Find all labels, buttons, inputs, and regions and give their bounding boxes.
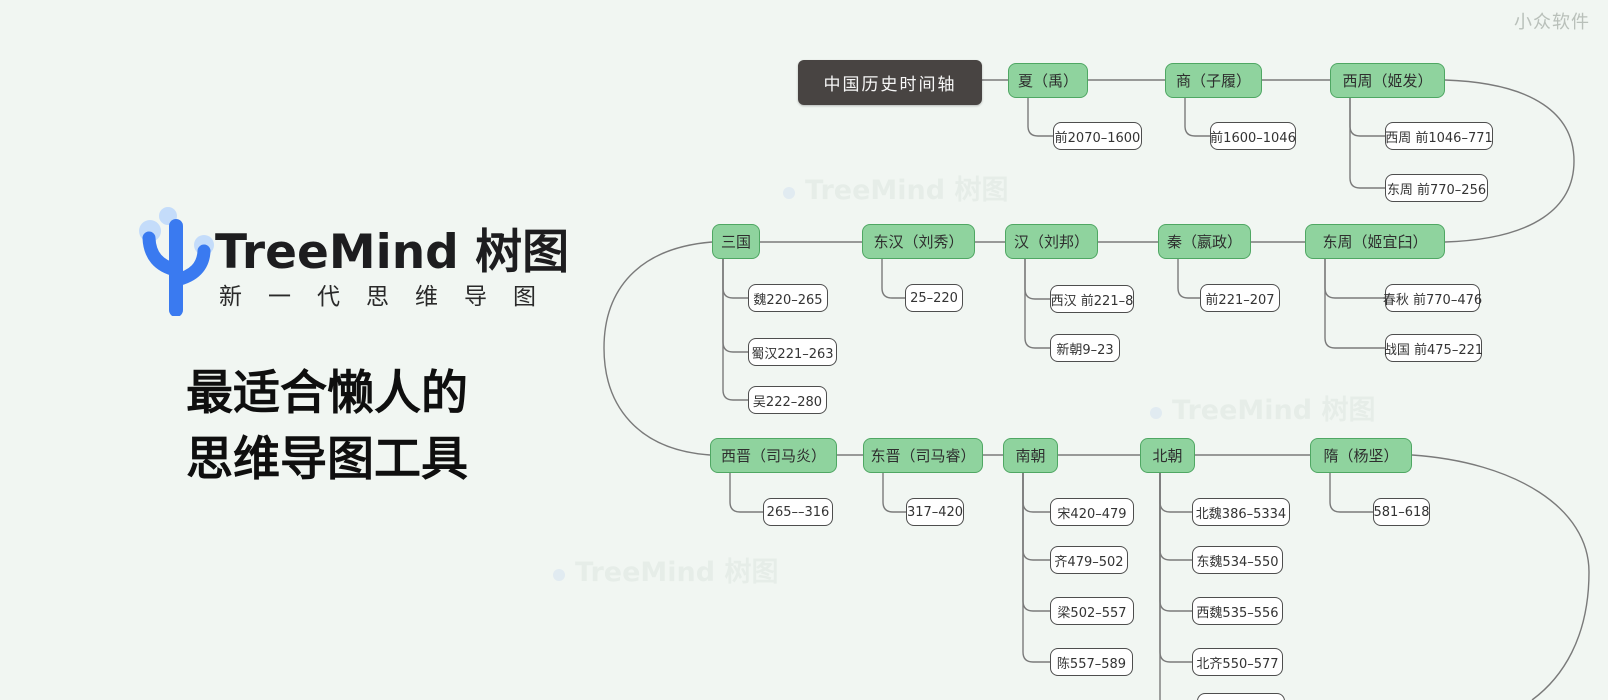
- connector: [1159, 473, 1192, 513]
- connector: [1022, 473, 1050, 513]
- branch-node-xia[interactable]: 夏（禹）: [1008, 63, 1088, 98]
- tagline-line2: 思维导图工具: [186, 432, 468, 487]
- connector: [1159, 473, 1192, 561]
- brand-subtitle: 新一代思维导图: [219, 284, 562, 310]
- leaf-node-song-dates[interactable]: 宋420–479: [1050, 498, 1134, 526]
- root-node[interactable]: 中国历史时间轴: [798, 60, 982, 105]
- connector: [722, 259, 748, 401]
- branch-node-beichao[interactable]: 北朝: [1140, 438, 1195, 473]
- tagline-line1: 最适合懒人的: [186, 366, 468, 421]
- leaf-node-xijin-dates[interactable]: 265––316: [763, 498, 833, 526]
- connector: [722, 259, 748, 353]
- leaf-node-liang-dates[interactable]: 梁502–557: [1050, 597, 1134, 625]
- branch-node-dongjin[interactable]: 东晋（司马睿）: [863, 438, 983, 473]
- leaf-node-sui-dates[interactable]: 581–618: [1373, 498, 1430, 526]
- leaf-node-xia-dates[interactable]: 前2070–1600: [1053, 122, 1142, 150]
- connector: [1159, 473, 1192, 612]
- leaf-node-beiwei-dates[interactable]: 北魏386–5334: [1192, 498, 1290, 526]
- connector-c-left: [603, 241, 713, 456]
- background-watermark: TreeMind 树图: [553, 550, 778, 589]
- watermark-dot-icon: [1150, 407, 1162, 419]
- background-watermark: TreeMind 树图: [783, 168, 1008, 207]
- connector: [1159, 473, 1192, 663]
- connector: [1349, 98, 1385, 189]
- connector: [1022, 473, 1050, 561]
- branch-node-xijin[interactable]: 西晋（司马炎）: [710, 438, 837, 473]
- watermark-dot-icon: [553, 569, 565, 581]
- background-watermark: TreeMind 树图: [1150, 388, 1375, 427]
- leaf-node-chunqiu-dates[interactable]: 春秋 前770–476: [1383, 284, 1482, 312]
- connector: [1022, 473, 1050, 612]
- branch-node-han[interactable]: 汉（刘邦）: [1005, 224, 1098, 259]
- connector-u-right: [1444, 79, 1575, 243]
- watermark-dot-icon: [783, 187, 795, 199]
- branch-node-donghan[interactable]: 东汉（刘秀）: [862, 224, 975, 259]
- connector: [729, 473, 763, 513]
- connector: [1184, 98, 1210, 137]
- branch-node-shang[interactable]: 商（子履）: [1165, 63, 1262, 98]
- corner-credit: 小众软件: [1514, 12, 1590, 33]
- connector: [722, 259, 748, 299]
- leaf-node-qi-dates[interactable]: 齐479–502: [1050, 546, 1128, 574]
- leaf-node-xizhou-dates[interactable]: 西周 前1046–771: [1385, 122, 1493, 150]
- watermark-text: TreeMind 树图: [805, 175, 1009, 206]
- leaf-node-wu-dates[interactable]: 吴222–280: [748, 386, 827, 414]
- leaf-node-zhanguo-dates[interactable]: 战国 前475–221: [1384, 334, 1483, 362]
- branch-node-qin[interactable]: 秦（嬴政）: [1158, 224, 1251, 259]
- branch-node-dongzhou[interactable]: 东周（姬宜臼）: [1305, 224, 1445, 259]
- leaf-node-donghan-dates[interactable]: 25–220: [905, 284, 963, 312]
- leaf-node-qin-dates[interactable]: 前221–207: [1200, 284, 1280, 312]
- connector: [1324, 259, 1385, 299]
- leaf-node-cutoff[interactable]: [1197, 693, 1285, 700]
- leaf-node-xinchao-dates[interactable]: 新朝9–23: [1050, 334, 1120, 362]
- brand-title: TreeMind 树图: [215, 225, 570, 280]
- connector: [1329, 473, 1373, 513]
- leaf-node-shuhan-dates[interactable]: 蜀汉221–263: [748, 338, 837, 366]
- connector: [881, 259, 905, 299]
- leaf-node-dongzhou-dates[interactable]: 东周 前770–256: [1385, 174, 1488, 202]
- branch-node-sui[interactable]: 隋（杨坚）: [1310, 438, 1412, 473]
- connector: [1027, 98, 1053, 137]
- connector-u-bottom-right: [1411, 454, 1590, 700]
- branch-node-nanchao[interactable]: 南朝: [1003, 438, 1058, 473]
- watermark-text: TreeMind 树图: [575, 557, 779, 588]
- connector: [1349, 98, 1385, 137]
- connector: [1177, 259, 1200, 299]
- leaf-node-xiwei-dates[interactable]: 西魏535–556: [1192, 597, 1283, 625]
- connector: [1024, 259, 1050, 300]
- connector: [1324, 259, 1385, 349]
- treemind-logo-icon: [139, 207, 214, 316]
- leaf-node-dongjin-dates[interactable]: 317–420: [906, 498, 964, 526]
- connector: [1022, 473, 1050, 663]
- branch-node-sanguo[interactable]: 三国: [712, 224, 760, 259]
- leaf-node-dongwei-dates[interactable]: 东魏534–550: [1192, 546, 1283, 574]
- branch-node-xizhou[interactable]: 西周（姬发）: [1330, 63, 1445, 98]
- watermark-text: TreeMind 树图: [1172, 395, 1376, 426]
- connector: [1024, 259, 1050, 349]
- leaf-node-xihan-dates[interactable]: 西汉 前221–8: [1050, 285, 1134, 313]
- leaf-node-shang-dates[interactable]: 前1600–1046: [1210, 122, 1296, 150]
- leaf-node-wei-dates[interactable]: 魏220–265: [748, 284, 828, 312]
- leaf-node-chen-dates[interactable]: 陈557–589: [1050, 648, 1133, 676]
- leaf-node-beiqi-dates[interactable]: 北齐550–577: [1192, 648, 1283, 676]
- connector: [882, 473, 906, 513]
